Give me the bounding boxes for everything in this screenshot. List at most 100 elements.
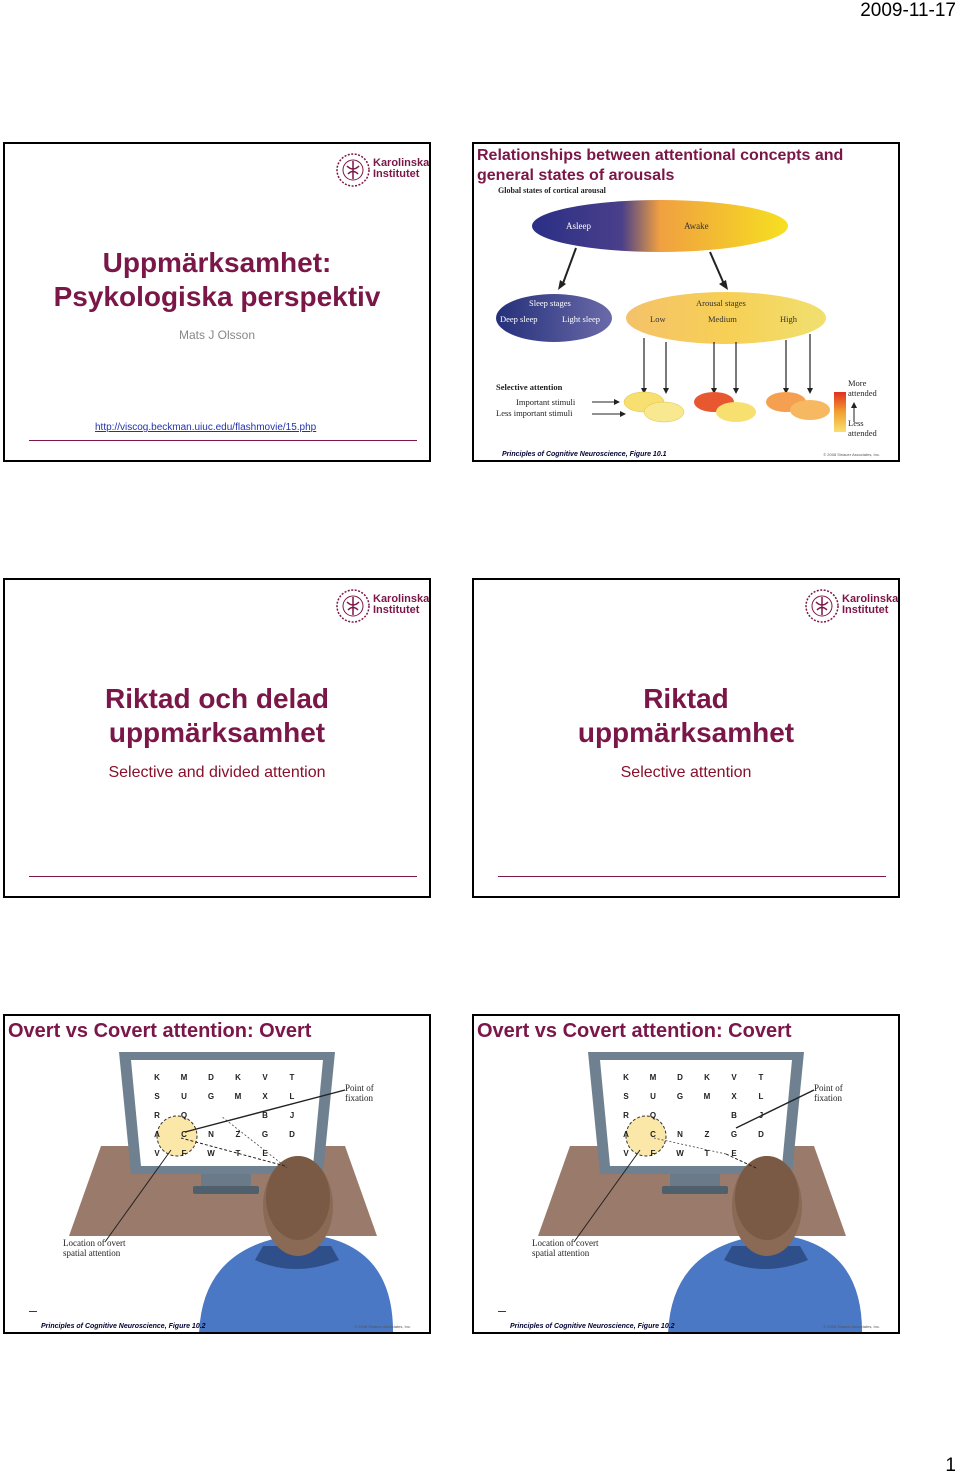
- figure-heading: Global states of cortical arousal: [498, 186, 607, 195]
- grid-letter: V: [623, 1149, 629, 1158]
- grid-letter: A: [623, 1130, 629, 1139]
- grid-letter: F: [651, 1149, 656, 1158]
- grid-letter: C: [181, 1130, 187, 1139]
- slide-title-line-2: uppmärksamhet: [577, 717, 795, 748]
- less-important-stimuli-label: Less important stimuli: [496, 408, 573, 418]
- grid-letter: D: [758, 1130, 764, 1139]
- dash-mark: [498, 1311, 506, 1312]
- author-name: Mats J Olsson: [178, 328, 256, 342]
- ki-seal-icon: [805, 589, 839, 623]
- figure-caption: Principles of Cognitive Neuroscience, Fi…: [41, 1323, 206, 1330]
- figure-label: fixation: [814, 1093, 842, 1103]
- grid-letter: A: [154, 1130, 160, 1139]
- divider-rule: [498, 876, 886, 877]
- grid-letter: U: [181, 1092, 187, 1101]
- person-shoulders: [668, 1234, 862, 1332]
- grid-letter: G: [677, 1092, 683, 1101]
- asleep-label: Asleep: [566, 221, 591, 231]
- monitor-base: [193, 1186, 259, 1194]
- grid-letter: V: [262, 1073, 268, 1082]
- stimulus-medium-2: [716, 402, 756, 422]
- grid-letter: F: [182, 1149, 187, 1158]
- selective-attention-label: Selective attention: [496, 382, 563, 392]
- slide-title-line-2: Psykologiska perspektiv: [53, 281, 381, 312]
- grid-letter: M: [704, 1092, 711, 1101]
- divider-rule: [29, 440, 417, 441]
- location-pointer: [104, 1149, 172, 1243]
- slide-title-line-1: Riktad: [643, 683, 729, 714]
- grid-letter: V: [154, 1149, 160, 1158]
- grid-letter: M: [650, 1073, 657, 1082]
- figure-label: fixation: [345, 1093, 373, 1103]
- grid-letter: U: [650, 1092, 656, 1101]
- high-label: High: [780, 314, 798, 324]
- grid-letter: E: [262, 1149, 268, 1158]
- page-number: 1: [945, 1455, 956, 1476]
- grid-letter: L: [290, 1092, 295, 1101]
- figure-credit: © 2008 Sinauer Associates, Inc.: [354, 1324, 411, 1329]
- deep-sleep-label: Deep sleep: [500, 314, 538, 324]
- monitor-stand: [201, 1172, 251, 1190]
- person-hair: [735, 1156, 799, 1240]
- figure-label: spatial attention: [63, 1248, 121, 1258]
- arrow-asleep: [561, 247, 577, 287]
- grid-letter: W: [676, 1149, 684, 1158]
- flashmovie-link[interactable]: http://viscog.beckman.uiuc.edu/flashmovi…: [95, 422, 317, 433]
- grid-letter: T: [759, 1073, 764, 1082]
- awake-label: Awake: [684, 221, 709, 231]
- figure-caption: Principles of Cognitive Neuroscience, Fi…: [502, 451, 667, 458]
- ki-seal-icon: [336, 589, 370, 623]
- grid-letter: K: [623, 1073, 629, 1082]
- fixation-pointer: [184, 1089, 346, 1133]
- arousal-stages-label: Arousal stages: [696, 298, 746, 308]
- grid-letter: D: [289, 1130, 295, 1139]
- grid-letter: E: [731, 1149, 737, 1158]
- grid-letter: B: [731, 1111, 737, 1120]
- person-shoulders: [199, 1234, 393, 1332]
- grid-letter: J: [290, 1111, 294, 1120]
- arousal-attention-figure: Global states of cortical arousal Asleep…: [496, 186, 878, 438]
- gaze-line: [725, 1153, 757, 1169]
- person-collar: [255, 1246, 339, 1269]
- grid-letter: M: [181, 1073, 188, 1082]
- figure-credit: © 2008 Sinauer Associates, Inc.: [823, 1324, 880, 1329]
- person-hair: [266, 1156, 330, 1240]
- slide-title-line-1: Uppmärksamhet:: [102, 247, 332, 278]
- gaze-line: [180, 1137, 286, 1167]
- grid-letter: G: [731, 1130, 737, 1139]
- monitor-stand: [670, 1172, 720, 1190]
- less-label: Less: [848, 418, 864, 428]
- important-stimuli-label: Important stimuli: [516, 397, 576, 407]
- grid-letter: R: [623, 1111, 629, 1120]
- slide-title: Overt vs Covert attention: Overt: [8, 1020, 312, 1042]
- fixation-pointer: [735, 1089, 815, 1129]
- person-collar: [724, 1246, 808, 1269]
- dash-mark: [29, 1311, 37, 1312]
- location-pointer: [573, 1149, 641, 1243]
- arrow-awake: [709, 251, 725, 285]
- grid-letter: R: [154, 1111, 160, 1120]
- sleep-stages-ellipse: [496, 294, 612, 342]
- grid-letter: S: [623, 1092, 629, 1101]
- figure-credit: © 2008 Sinauer Associates, Inc.: [823, 452, 880, 457]
- medium-label: Medium: [708, 314, 737, 324]
- grid-letter: D: [208, 1073, 214, 1082]
- grid-letter: T: [290, 1073, 295, 1082]
- grid-letter: Q: [181, 1111, 187, 1120]
- less-attended-label: attended: [848, 428, 878, 438]
- ki-seal-icon: [336, 153, 370, 187]
- grid-letter: Z: [236, 1130, 241, 1139]
- grid-letter: X: [262, 1092, 268, 1101]
- grid-letter: B: [262, 1111, 268, 1120]
- sleep-stages-label: Sleep stages: [529, 298, 571, 308]
- figure-label: spatial attention: [532, 1248, 590, 1258]
- monitor-base: [662, 1186, 728, 1194]
